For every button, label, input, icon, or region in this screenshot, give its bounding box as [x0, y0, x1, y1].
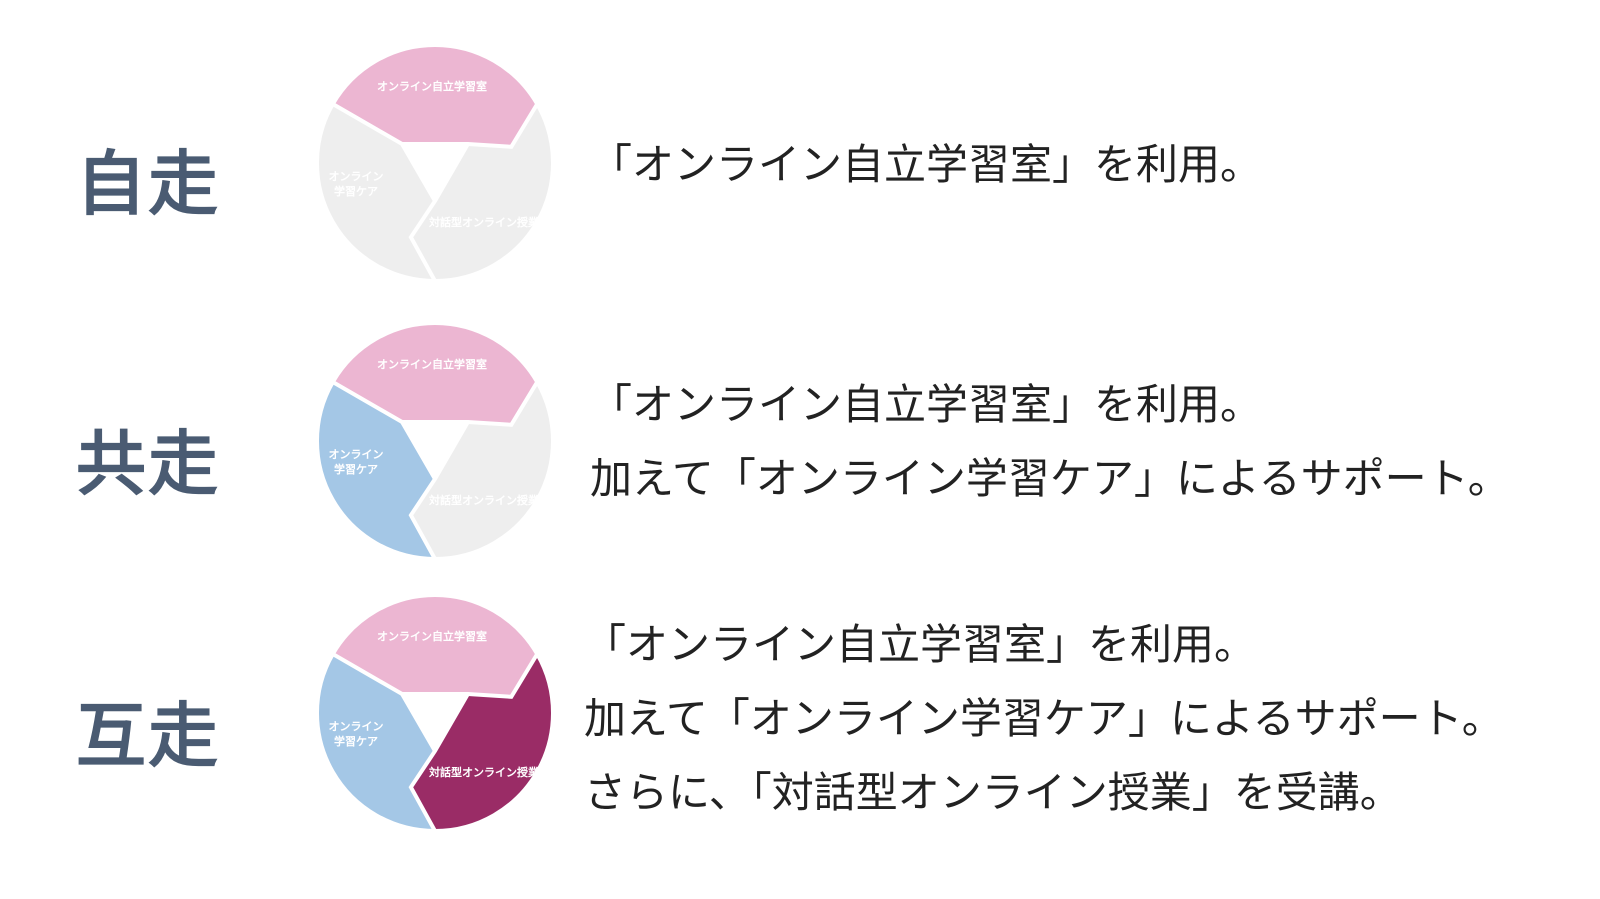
segment-label: 対話型オンライン授業 [428, 765, 540, 779]
segment-label: オンライン [329, 170, 384, 183]
description-line: 「オンライン自立学習室」を利用。 [590, 140, 1263, 189]
description: 「オンライン自立学習室」を利用。 [590, 128, 1262, 202]
segment-label: オンライン [329, 448, 384, 461]
segment-dialogue-class [408, 101, 556, 284]
segment-learning-care [314, 379, 437, 562]
segment-learning-care [314, 101, 437, 284]
description-line: 加えて「オンライン学習ケア」によるサポート。 [590, 454, 1510, 503]
segment-label: オンライン自立学習室 [377, 79, 487, 93]
level-label: 共走 [76, 423, 220, 505]
segment-self-study-room [330, 320, 540, 427]
level-label: 自走 [76, 143, 220, 225]
segment-label: オンライン自立学習室 [377, 357, 487, 371]
cycle-diagram: オンライン自立学習室 オンライン 学習ケア 対話型オンライン授業 [314, 320, 556, 562]
segment-label: オンライン [329, 720, 384, 733]
description-line: 「オンライン自立学習室」を利用。 [590, 380, 1263, 429]
description: 「オンライン自立学習室」を利用。加えて「オンライン学習ケア」によるサポート。 [590, 368, 1510, 516]
segment-label: 学習ケア [334, 184, 378, 198]
description-line: 「オンライン自立学習室」を利用。 [584, 620, 1257, 669]
description-line: 加えて「オンライン学習ケア」によるサポート。 [584, 694, 1504, 743]
segment-label: オンライン自立学習室 [377, 629, 487, 643]
segment-dialogue-class [408, 651, 556, 834]
cycle-diagram: オンライン自立学習室 オンライン 学習ケア 対話型オンライン授業 [314, 592, 556, 834]
description: 「オンライン自立学習室」を利用。加えて「オンライン学習ケア」によるサポート。さら… [584, 608, 1504, 830]
segment-label: 対話型オンライン授業 [428, 215, 540, 229]
segment-self-study-room [330, 592, 540, 699]
segment-label: 対話型オンライン授業 [428, 493, 540, 507]
cycle-diagram: オンライン自立学習室 オンライン 学習ケア 対話型オンライン授業 [314, 42, 556, 284]
segment-self-study-room [330, 42, 540, 149]
segment-dialogue-class [408, 379, 556, 562]
segment-label: 学習ケア [334, 734, 378, 748]
description-line: さらに、「対話型オンライン授業」を受講。 [584, 768, 1402, 817]
segment-label: 学習ケア [334, 462, 378, 476]
level-label: 互走 [76, 695, 220, 777]
segment-learning-care [314, 651, 437, 834]
